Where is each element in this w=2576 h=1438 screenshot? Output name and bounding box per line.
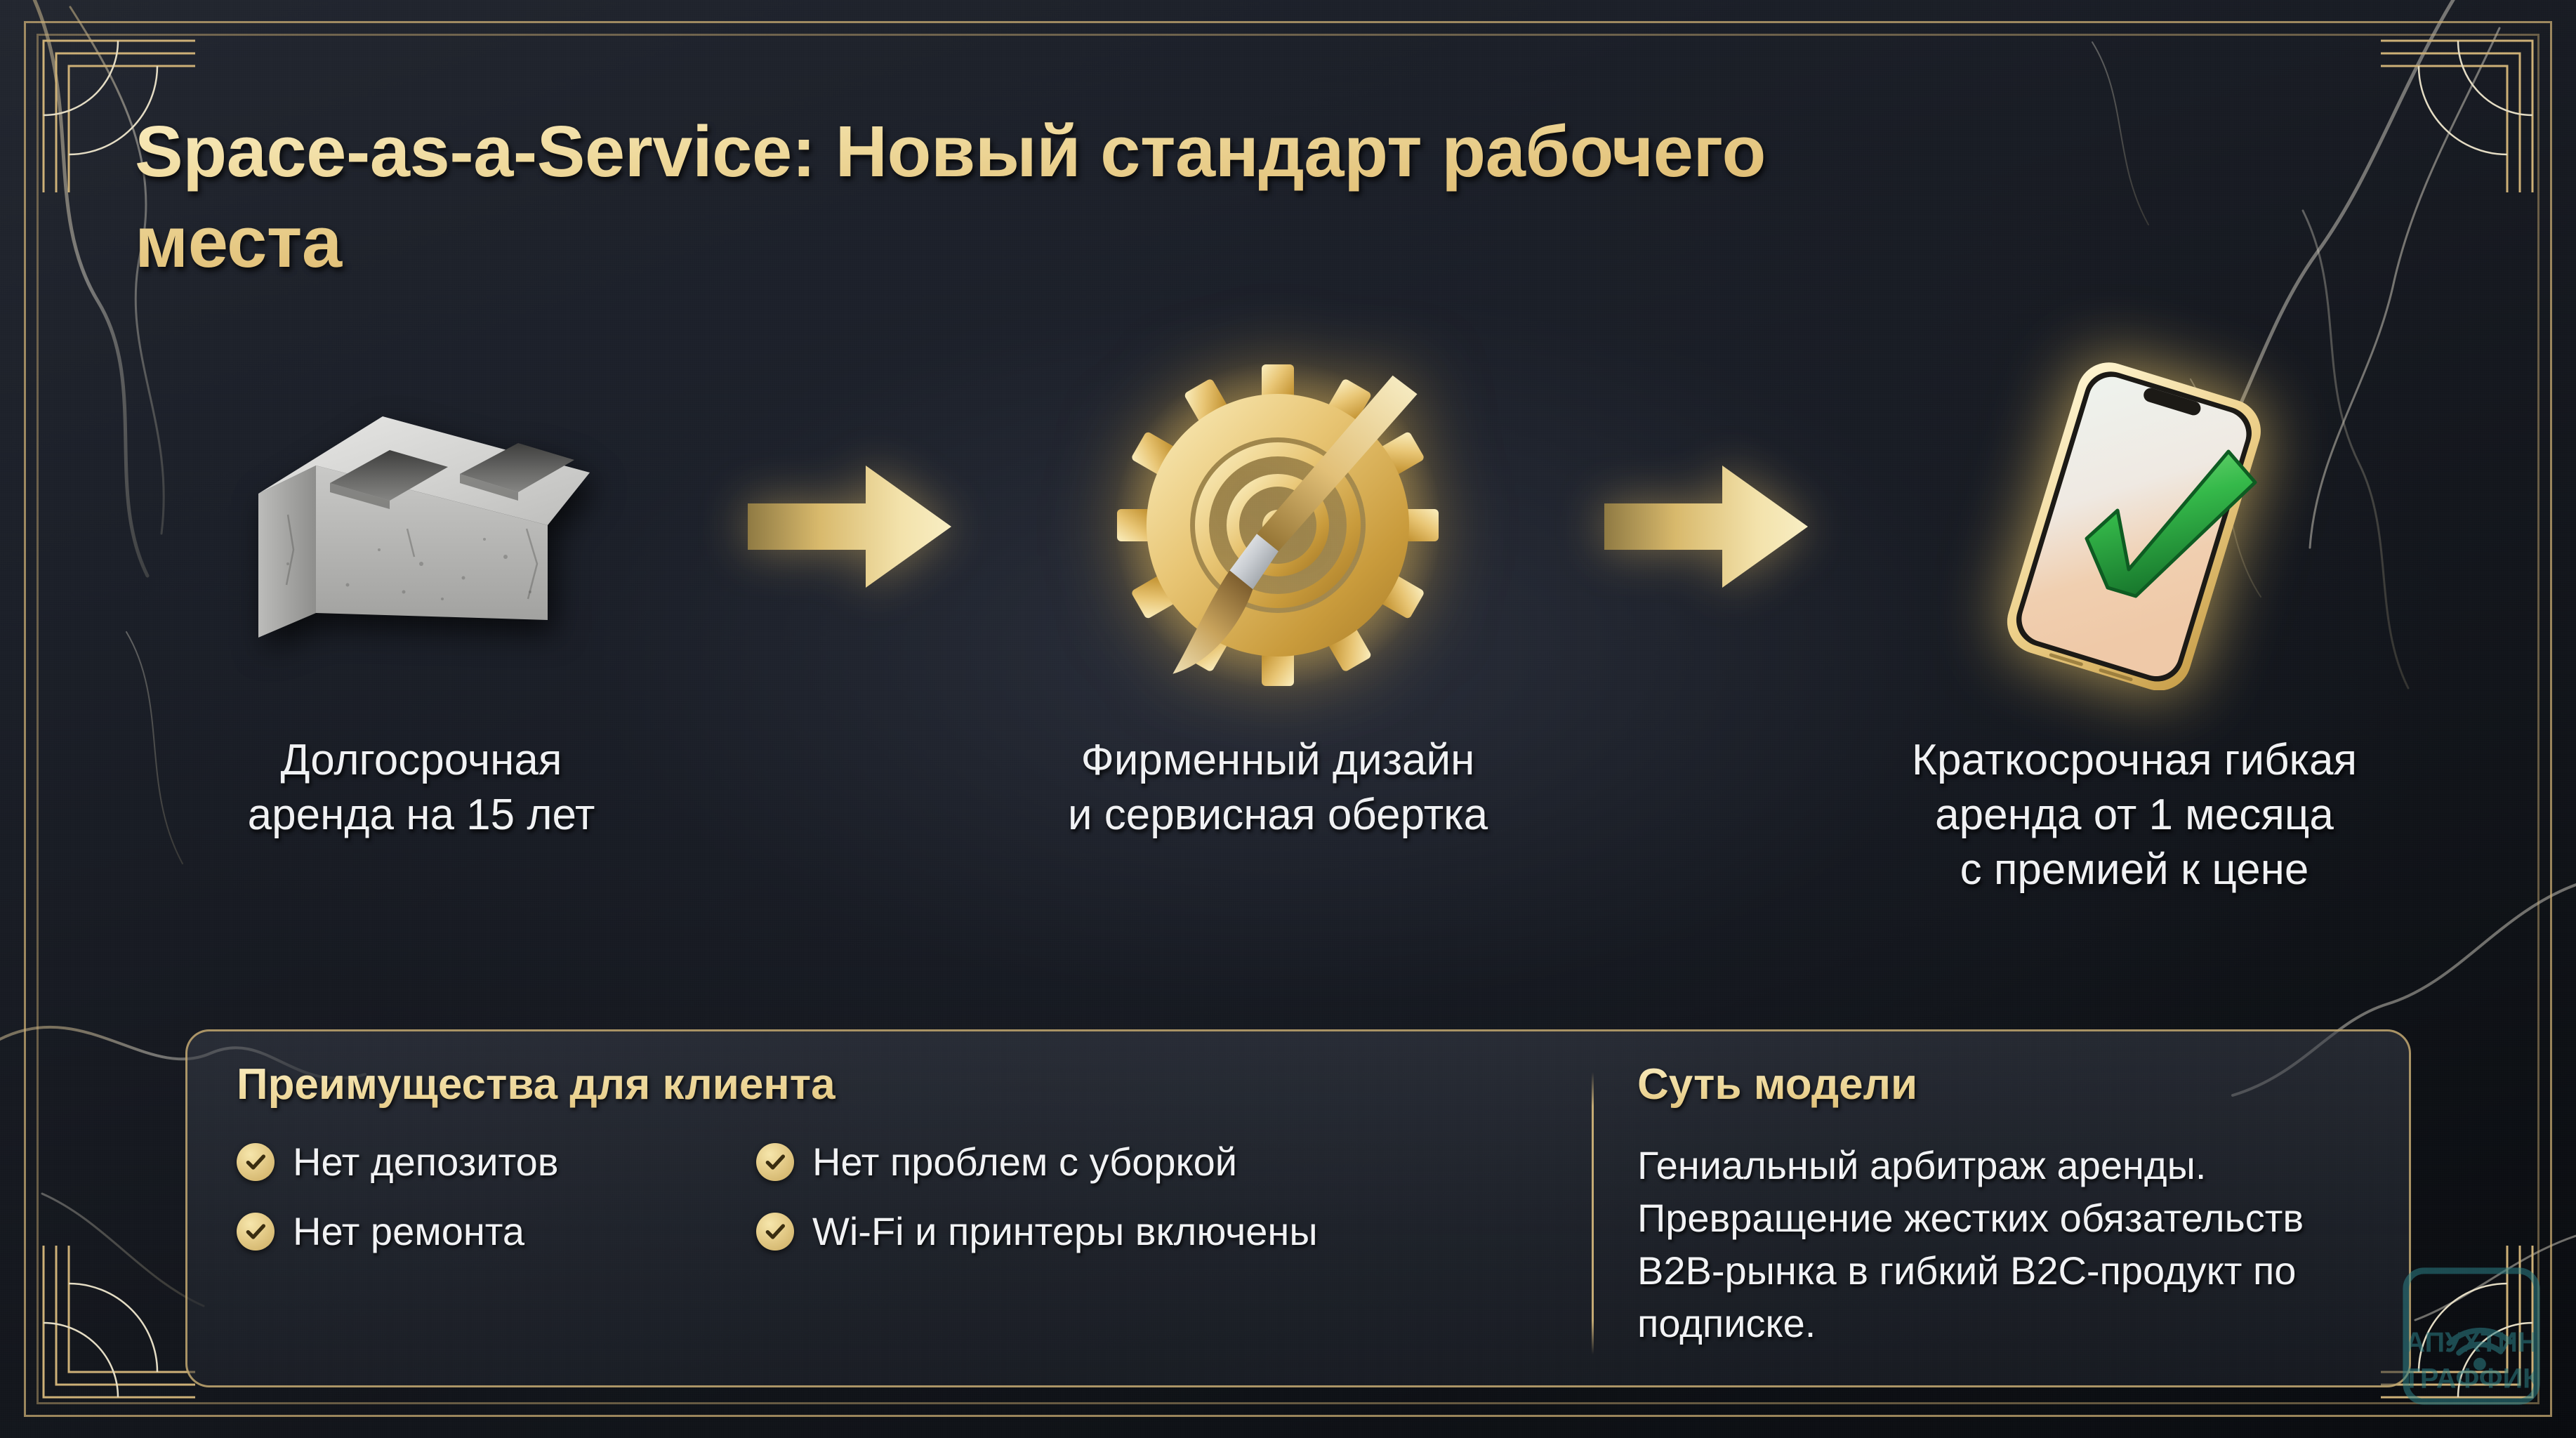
process-step-1: Долгосрочная аренда на 15 лет [119,330,723,843]
benefits-list: Нет депозитов Нет проблем с уборкой Нет … [237,1139,1564,1254]
list-item: Нет ремонта [237,1208,728,1254]
process-step-3-label: Краткосрочная гибкая аренда от 1 месяца … [1911,736,2358,895]
process-step-2-label: Фирменный дизайн и сервисная обертка [1067,736,1488,840]
process-flow: Долгосрочная аренда на 15 лет [119,330,2457,962]
check-circle-icon [756,1212,794,1251]
benefits-section: Преимущества для клиента Нет депозитов Н… [237,1060,1592,1361]
benefits-heading: Преимущества для клиента [237,1060,1564,1109]
corner-ornament-top-right [2381,17,2556,192]
check-circle-icon [237,1212,275,1251]
watermark-line2: ТРАФФИК [2403,1363,2540,1394]
process-arrow-2 [1580,330,1832,723]
page-title: Space-as-a-Service: Новый стандарт рабоч… [135,107,1855,288]
process-arrow-1 [723,330,976,723]
check-circle-icon [237,1142,275,1181]
smartphone-checkmark-icon [1980,330,2289,723]
gear-paintbrush-icon [1113,330,1443,723]
check-circle-icon [756,1142,794,1181]
list-item-label: Нет проблем с уборкой [812,1140,1238,1184]
watermark-line1: АПУХТИН [2405,1327,2538,1358]
list-item: Wi-Fi и принтеры включены [756,1208,1564,1254]
process-step-3: Краткосрочная гибкая аренда от 1 месяца … [1832,330,2436,897]
list-item-label: Нет депозитов [293,1140,559,1184]
process-step-2: Фирменный дизайн и сервисная обертка [976,330,1580,843]
panel-divider [1592,1072,1594,1354]
process-step-1-label: Долгосрочная аренда на 15 лет [247,736,595,840]
list-item-label: Wi-Fi и принтеры включены [812,1209,1318,1253]
concrete-block-icon [246,330,597,723]
arrow-right-icon [1604,466,1808,588]
model-essence-section: Суть модели Гениальный арбитраж аренды. … [1594,1060,2368,1361]
list-item-label: Нет ремонта [293,1209,524,1253]
corner-ornament-bottom-left [20,1246,195,1421]
list-item: Нет депозитов [237,1139,728,1185]
arrow-right-icon [748,466,951,588]
summary-panel: Преимущества для клиента Нет депозитов Н… [185,1029,2411,1387]
model-essence-body: Гениальный арбитраж аренды. Превращение … [1637,1143,2304,1346]
apuhtin-traffic-logo: АПУХТИН ТРАФФИК [2395,1260,2548,1413]
list-item: Нет проблем с уборкой [756,1139,1564,1185]
model-essence-heading: Суть модели [1637,1060,2368,1109]
